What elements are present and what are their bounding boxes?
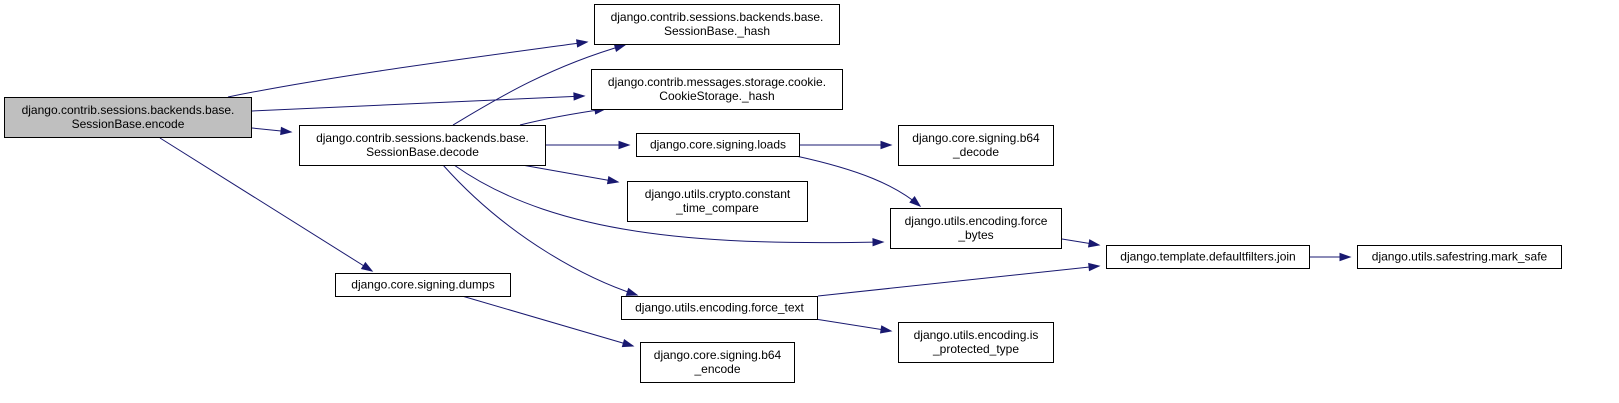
node-label: CookieStorage._hash	[659, 89, 774, 103]
edge-arrowhead	[613, 43, 627, 52]
node-box	[627, 181, 808, 222]
edge-force_bytes-to-join	[1061, 238, 1101, 248]
edge-arrowhead	[1088, 262, 1101, 272]
node-label: django.template.defaultfilters.join	[1120, 250, 1295, 264]
node-force_text[interactable]: django.utils.encoding.force_text	[621, 296, 818, 320]
node-label: SessionBase.encode	[72, 117, 185, 131]
edge-arrowhead	[573, 92, 586, 101]
edge-line	[817, 265, 1100, 297]
edge-join-to-mark_safe	[1310, 252, 1352, 262]
node-box	[591, 69, 843, 110]
node-label: django.utils.encoding.force_text	[635, 301, 804, 315]
node-hash_cookie[interactable]: django.contrib.messages.storage.cookie.C…	[591, 69, 843, 110]
edge-loads-to-b64_decode	[800, 140, 893, 150]
edge-encode-to-dumps	[159, 137, 374, 272]
edge-decode-to-constant_time_compare	[521, 164, 620, 185]
edge-force_text-to-is_protected_type	[814, 318, 893, 334]
node-loads[interactable]: django.core.signing.loads	[636, 133, 800, 157]
edge-dumps-to-b64_encode	[461, 295, 635, 348]
edge-loads-to-force_bytes	[795, 155, 922, 207]
node-box	[890, 208, 1062, 249]
nodes-layer: django.contrib.sessions.backends.base.Se…	[4, 4, 1562, 383]
node-label: django.contrib.messages.storage.cookie.	[608, 75, 826, 89]
node-box	[621, 296, 818, 320]
node-label: SessionBase.decode	[366, 145, 479, 159]
edge-decode-to-force_text	[442, 164, 639, 296]
node-label: django.core.signing.b64	[654, 348, 782, 362]
edge-line	[442, 164, 638, 296]
edge-force_text-to-join	[817, 262, 1101, 297]
edge-decode-to-loads	[546, 140, 631, 150]
node-box	[299, 125, 546, 166]
edge-decode-to-force_bytes	[453, 164, 885, 247]
node-label: _protected_type	[932, 342, 1019, 356]
edge-line	[452, 44, 626, 126]
node-label: django.utils.safestring.mark_safe	[1372, 250, 1548, 264]
node-label: django.contrib.sessions.backends.base.	[316, 131, 529, 145]
edge-encode-to-hash_cookie	[251, 92, 586, 112]
edge-line	[159, 137, 373, 272]
node-box	[1357, 245, 1562, 269]
node-label: django.contrib.sessions.backends.base.	[22, 103, 235, 117]
node-box	[898, 322, 1054, 363]
node-box	[898, 125, 1054, 166]
edge-arrowhead	[880, 140, 893, 150]
node-encode[interactable]: django.contrib.sessions.backends.base.Se…	[4, 97, 252, 138]
node-decode[interactable]: django.contrib.sessions.backends.base.Se…	[299, 125, 546, 166]
edge-arrowhead	[909, 196, 922, 207]
node-label: django.core.signing.loads	[650, 138, 786, 152]
edge-arrowhead	[606, 176, 620, 185]
node-label: django.utils.crypto.constant	[645, 187, 791, 201]
edge-arrowhead	[1087, 239, 1101, 248]
node-label: django.core.signing.b64	[912, 131, 1040, 145]
edge-encode-to-decode	[251, 126, 293, 136]
node-box	[594, 4, 840, 45]
node-force_bytes[interactable]: django.utils.encoding.force_bytes	[890, 208, 1062, 249]
node-join[interactable]: django.template.defaultfilters.join	[1106, 245, 1310, 269]
edge-line	[814, 318, 892, 332]
edge-arrowhead	[621, 339, 635, 348]
node-label: SessionBase._hash	[664, 24, 770, 38]
edge-line	[795, 155, 921, 207]
node-constant_time_compare[interactable]: django.utils.crypto.constant_time_compar…	[627, 181, 808, 222]
node-b64_encode[interactable]: django.core.signing.b64_encode	[640, 342, 795, 383]
edge-arrowhead	[576, 39, 589, 48]
edge-arrowhead	[1339, 252, 1352, 262]
node-label: _encode	[693, 362, 740, 376]
edges-layer	[159, 39, 1352, 348]
node-label: django.contrib.sessions.backends.base.	[611, 10, 824, 24]
node-label: django.utils.encoding.is	[914, 328, 1039, 342]
edge-line	[251, 95, 585, 112]
edge-arrowhead	[872, 237, 885, 247]
node-hash_session[interactable]: django.contrib.sessions.backends.base.Se…	[594, 4, 840, 45]
edge-line	[227, 41, 588, 98]
node-is_protected_type[interactable]: django.utils.encoding.is_protected_type	[898, 322, 1054, 363]
node-box	[4, 97, 252, 138]
edge-line	[453, 164, 884, 244]
edge-line	[521, 164, 619, 183]
node-label: _bytes	[957, 228, 993, 242]
edge-arrowhead	[280, 126, 293, 136]
node-box	[636, 133, 800, 157]
edge-arrowhead	[618, 140, 631, 150]
node-label: django.utils.encoding.force	[905, 214, 1048, 228]
node-label: django.core.signing.dumps	[351, 278, 494, 292]
node-box	[640, 342, 795, 383]
edge-encode-to-hash_session	[227, 39, 589, 98]
node-box	[1106, 245, 1310, 269]
node-dumps[interactable]: django.core.signing.dumps	[335, 273, 511, 297]
edge-arrowhead	[625, 287, 639, 296]
node-label: _time_compare	[675, 201, 759, 215]
node-mark_safe[interactable]: django.utils.safestring.mark_safe	[1357, 245, 1562, 269]
node-label: _decode	[952, 145, 999, 159]
edge-arrowhead	[360, 261, 374, 272]
edge-line	[461, 295, 634, 347]
node-box	[335, 273, 511, 297]
edge-line	[519, 108, 606, 126]
edge-arrowhead	[879, 325, 893, 334]
node-b64_decode[interactable]: django.core.signing.b64_decode	[898, 125, 1054, 166]
